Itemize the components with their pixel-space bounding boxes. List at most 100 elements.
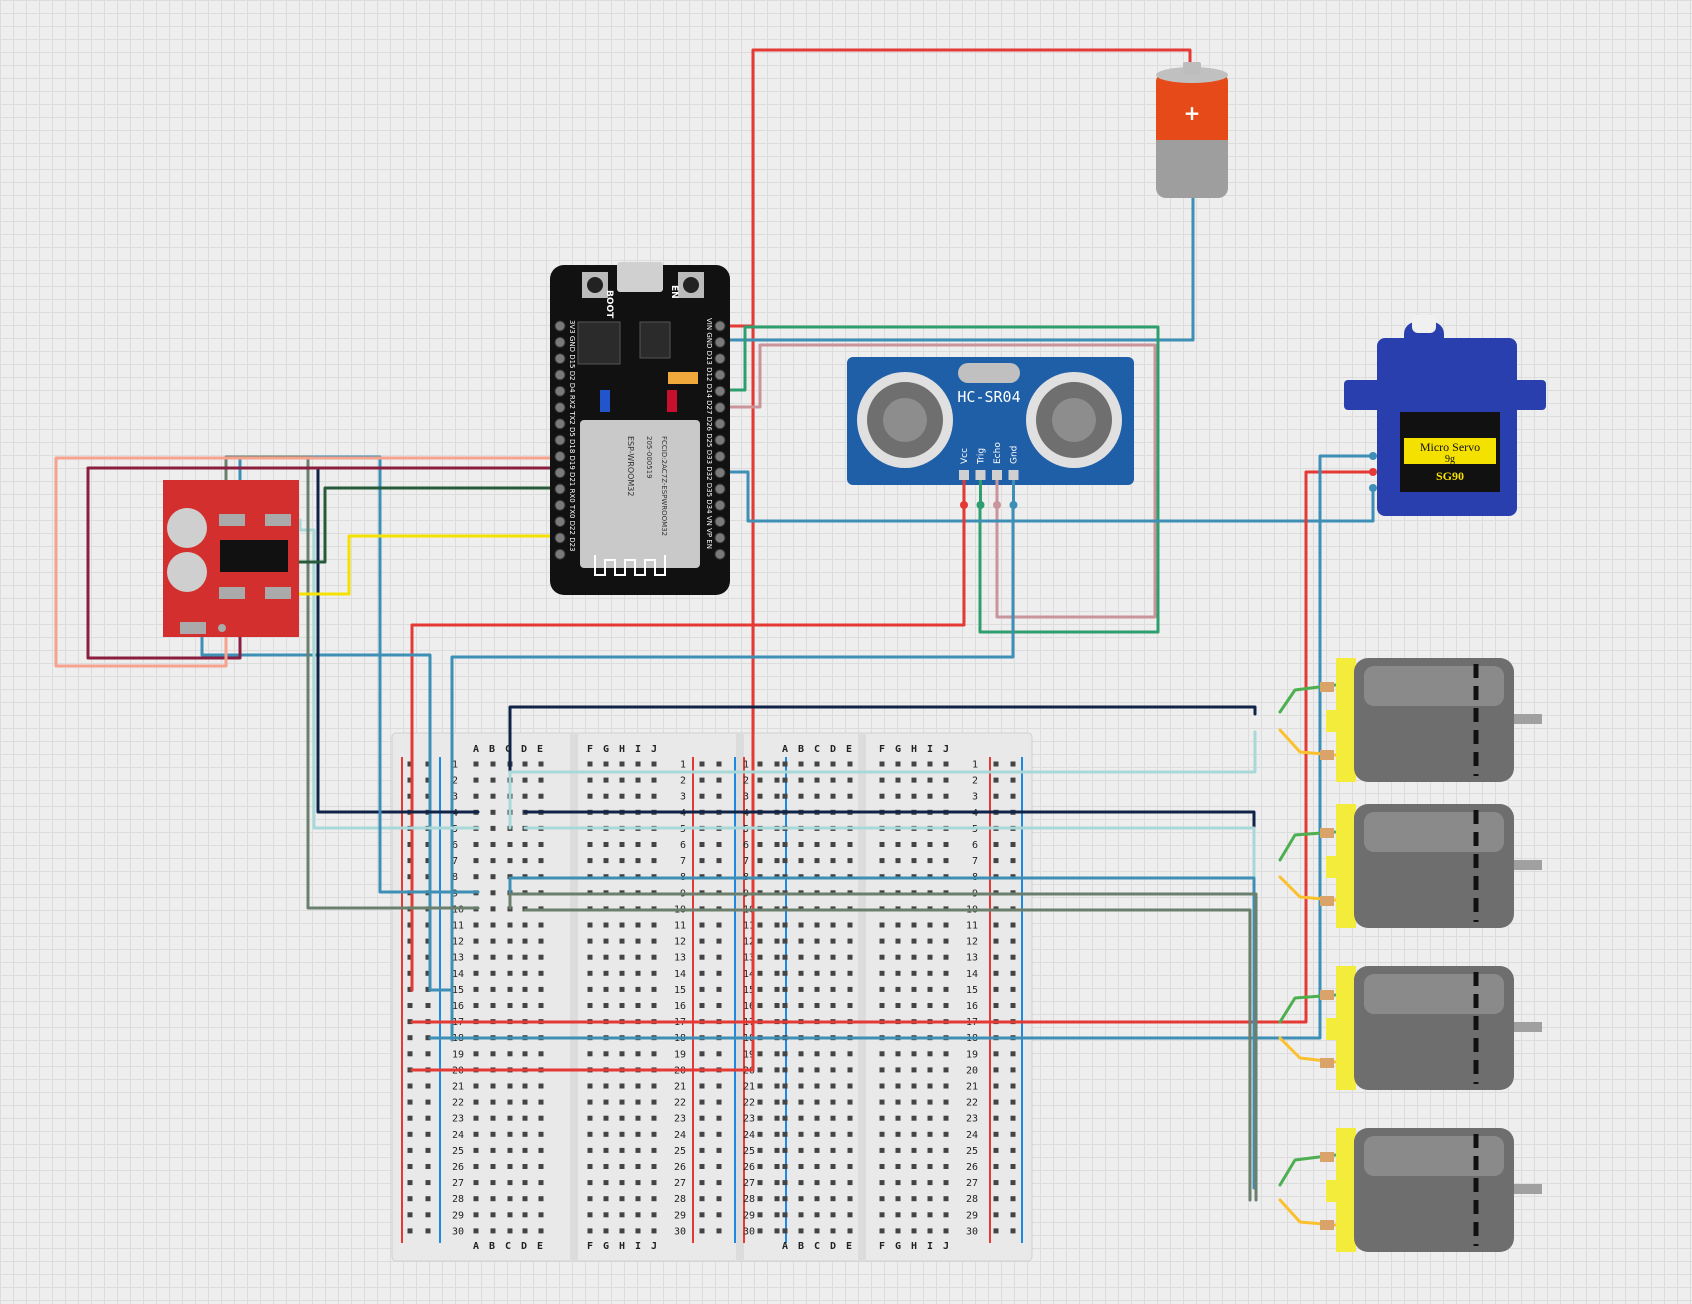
breadboard-hole[interactable] (407, 777, 413, 783)
breadboard-hole[interactable] (830, 1099, 836, 1105)
breadboard-hole[interactable] (774, 1212, 780, 1218)
breadboard-hole[interactable] (425, 1035, 431, 1041)
breadboard-hole[interactable] (814, 986, 820, 992)
breadboard-hole[interactable] (830, 1067, 836, 1073)
breadboard-hole[interactable] (425, 1180, 431, 1186)
breadboard-hole[interactable] (490, 793, 496, 799)
wire-lightblue-motor-2[interactable] (523, 826, 1256, 879)
breadboard-hole[interactable] (522, 1180, 528, 1186)
breadboard-hole[interactable] (911, 1164, 917, 1169)
breadboard-hole[interactable] (757, 1196, 763, 1202)
breadboard-hole[interactable] (798, 1147, 804, 1153)
breadboard-hole[interactable] (473, 954, 479, 960)
breadboard-hole[interactable] (473, 986, 479, 992)
breadboard-hole[interactable] (407, 874, 413, 880)
breadboard-hole[interactable] (473, 970, 479, 976)
breadboard-hole[interactable] (993, 761, 999, 767)
breadboard-hole[interactable] (716, 1099, 722, 1105)
breadboard-hole[interactable] (895, 1180, 901, 1186)
breadboard-hole[interactable] (407, 761, 413, 767)
breadboard-hole[interactable] (603, 842, 609, 847)
breadboard-hole[interactable] (911, 777, 917, 783)
wire-teal-servo-gnd[interactable] (428, 454, 1375, 1040)
esp32-pin[interactable] (714, 402, 726, 413)
breadboard-hole[interactable] (911, 1228, 917, 1234)
breadboard-hole[interactable] (757, 1115, 763, 1121)
breadboard-hole[interactable] (757, 842, 763, 847)
breadboard-hole[interactable] (587, 1164, 593, 1169)
breadboard-hole[interactable] (619, 842, 625, 847)
breadboard-hole[interactable] (635, 1003, 641, 1008)
breadboard-hole[interactable] (943, 1099, 949, 1105)
breadboard-hole[interactable] (927, 986, 933, 992)
breadboard-hole[interactable] (635, 842, 641, 847)
dc-motor[interactable] (1320, 1128, 1542, 1252)
breadboard-hole[interactable] (895, 1051, 901, 1057)
breadboard-hole[interactable] (522, 1147, 528, 1153)
breadboard-hole[interactable] (782, 1228, 788, 1234)
breadboard-hole[interactable] (699, 858, 705, 864)
breadboard-hole[interactable] (879, 1003, 885, 1008)
breadboard-hole[interactable] (847, 793, 853, 799)
breadboard-hole[interactable] (911, 858, 917, 864)
breadboard-hole[interactable] (830, 986, 836, 992)
esp32-pin[interactable] (554, 402, 566, 413)
breadboard-hole[interactable] (407, 1115, 413, 1121)
breadboard-hole[interactable] (895, 1115, 901, 1121)
breadboard-hole[interactable] (911, 1212, 917, 1218)
breadboard-hole[interactable] (895, 842, 901, 847)
breadboard-hole[interactable] (895, 761, 901, 767)
breadboard-hole[interactable] (814, 1051, 820, 1057)
breadboard-hole[interactable] (757, 970, 763, 976)
breadboard-hole[interactable] (522, 1131, 528, 1137)
breadboard-hole[interactable] (879, 1180, 885, 1186)
breadboard-hole[interactable] (651, 1083, 657, 1089)
breadboard-hole[interactable] (993, 1067, 999, 1073)
breadboard-hole[interactable] (407, 1147, 413, 1153)
breadboard-hole[interactable] (782, 1180, 788, 1186)
breadboard-hole[interactable] (587, 1228, 593, 1234)
breadboard-hole[interactable] (490, 809, 496, 815)
dc-motor[interactable] (1320, 658, 1542, 782)
breadboard-hole[interactable] (716, 922, 722, 928)
breadboard-hole[interactable] (814, 1147, 820, 1153)
breadboard-hole[interactable] (587, 761, 593, 767)
breadboard-hole[interactable] (538, 1051, 544, 1057)
breadboard-hole[interactable] (830, 938, 836, 944)
breadboard-hole[interactable] (847, 1083, 853, 1089)
breadboard-hole[interactable] (699, 1212, 705, 1218)
breadboard-hole[interactable] (993, 842, 999, 847)
breadboard-hole[interactable] (619, 986, 625, 992)
breadboard-hole[interactable] (716, 777, 722, 783)
breadboard-hole[interactable] (716, 1228, 722, 1234)
breadboard-hole[interactable] (814, 970, 820, 976)
breadboard-hole[interactable] (407, 1083, 413, 1089)
breadboard-hole[interactable] (425, 793, 431, 799)
breadboard-hole[interactable] (895, 1131, 901, 1137)
breadboard-hole[interactable] (879, 970, 885, 976)
breadboard-hole[interactable] (473, 1147, 479, 1153)
wire-navy-driver[interactable] (316, 468, 480, 814)
breadboard-hole[interactable] (538, 1180, 544, 1186)
wire-gray-row9-motor[interactable] (508, 892, 1258, 1202)
breadboard-hole[interactable] (507, 1003, 513, 1008)
breadboard-hole[interactable] (490, 874, 496, 880)
breadboard-hole[interactable] (1010, 1051, 1016, 1057)
breadboard-hole[interactable] (619, 1164, 625, 1169)
breadboard-hole[interactable] (603, 1003, 609, 1008)
breadboard-hole[interactable] (490, 1147, 496, 1153)
breadboard-hole[interactable] (587, 1131, 593, 1137)
breadboard-hole[interactable] (587, 858, 593, 864)
breadboard-hole[interactable] (911, 1051, 917, 1057)
breadboard-hole[interactable] (587, 1003, 593, 1008)
breadboard-hole[interactable] (425, 938, 431, 944)
breadboard-hole[interactable] (699, 970, 705, 976)
hc-sr04-pin-trig[interactable] (975, 470, 986, 480)
breadboard-hole[interactable] (507, 970, 513, 976)
breadboard-hole[interactable] (522, 922, 528, 928)
breadboard-hole[interactable] (1010, 1003, 1016, 1008)
breadboard-hole[interactable] (407, 858, 413, 864)
breadboard-hole[interactable] (507, 922, 513, 928)
breadboard-hole[interactable] (473, 1083, 479, 1089)
breadboard-hole[interactable] (757, 1131, 763, 1137)
